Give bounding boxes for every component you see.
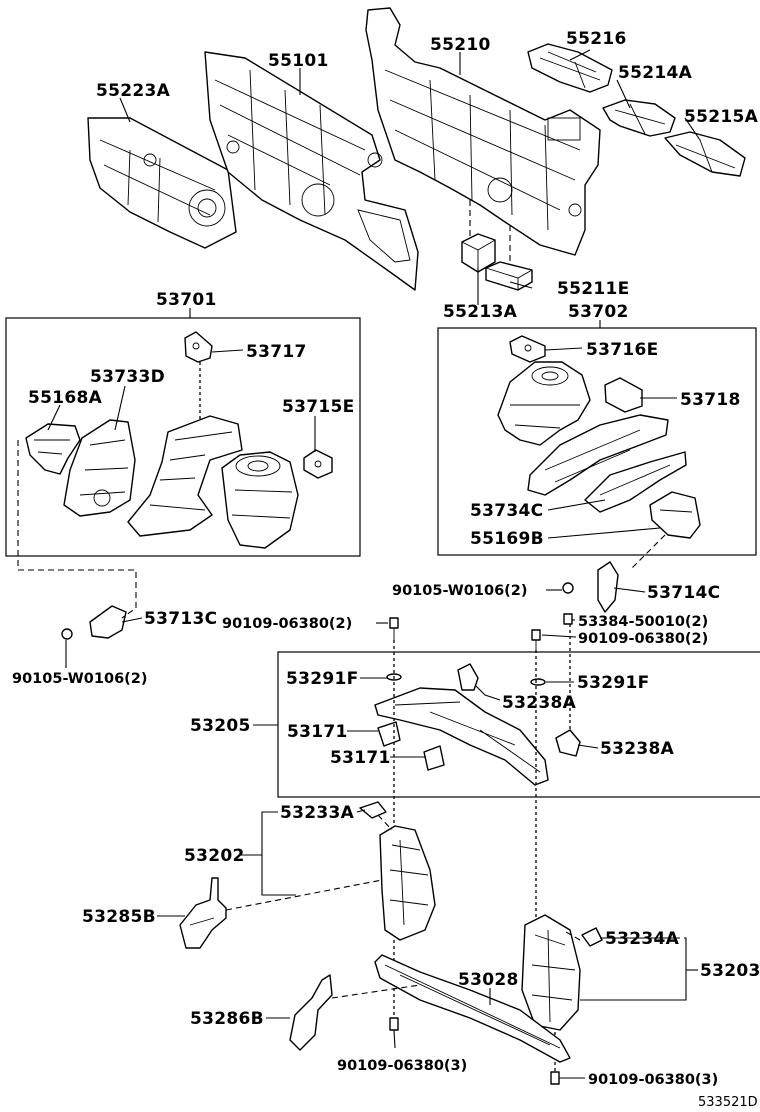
label-55214A: 55214A [618, 63, 693, 83]
support-side-53203 [521, 914, 581, 1031]
label-53714C: 53714C [647, 583, 720, 603]
label-55216: 55216 [566, 29, 627, 49]
bracket-53718 [604, 377, 643, 413]
label-53715E: 53715E [282, 397, 355, 417]
assembly-box-53701 [5, 317, 361, 557]
leader-lines [47, 49, 701, 1079]
label-53202: 53202 [184, 846, 245, 866]
bolt-90109-06380-right [531, 629, 541, 650]
bracket-53238A-bottom [555, 729, 581, 757]
nut-90105-W0106-right [562, 582, 574, 594]
label-53171-a: 53171 [287, 722, 348, 742]
label-53203: 53203 [700, 961, 760, 981]
guide-53286B [289, 974, 333, 1051]
bracket-53238A-top [457, 663, 479, 691]
suspension-tower-left [221, 451, 299, 549]
silencer-55216 [527, 43, 613, 93]
label-90105-W0106-left: 90105-W0106(2) [12, 671, 148, 687]
label-53733D: 53733D [90, 367, 165, 387]
bracket-53717 [184, 331, 213, 363]
label-53291F-right: 53291F [577, 673, 650, 693]
dash-panel-55101 [204, 51, 419, 291]
label-55215A: 55215A [684, 107, 759, 127]
label-55213A: 55213A [443, 302, 518, 322]
label-53717: 53717 [246, 342, 307, 362]
label-53718: 53718 [680, 390, 741, 410]
support-lower-53028 [374, 954, 571, 1063]
label-53233A: 53233A [280, 803, 355, 823]
silencer-55214A [602, 99, 676, 137]
bolt-90109-06380-left [389, 617, 399, 640]
label-53234A: 53234A [605, 929, 680, 949]
apron-53734C [584, 451, 687, 513]
pad-55213A [461, 233, 496, 273]
clip-53384-50010 [563, 613, 573, 625]
label-53285B: 53285B [82, 907, 156, 927]
label-53713C: 53713C [144, 609, 217, 629]
label-53238A-bottom: 53238A [600, 739, 675, 759]
label-53286B: 53286B [190, 1009, 264, 1029]
suspension-tower-right [497, 361, 591, 446]
apron-inner-right [527, 414, 669, 496]
label-53028: 53028 [458, 970, 519, 990]
radiator-support-upper [374, 687, 549, 786]
bolt-90109-06380-bottom-1 [389, 1017, 399, 1031]
label-55223A: 55223A [96, 81, 171, 101]
label-55168A: 55168A [28, 388, 103, 408]
label-53291F-left: 53291F [286, 669, 359, 689]
label-53238A-top: 53238A [502, 693, 577, 713]
label-55210: 55210 [430, 35, 491, 55]
dash-insulator-55223A [87, 117, 237, 249]
bracket-53234A [581, 927, 603, 947]
bracket-53714C [597, 561, 619, 613]
bracket-53233A [359, 801, 387, 819]
dash-insulator-55210 [365, 7, 601, 256]
label-55211E: 55211E [557, 279, 630, 299]
label-90109-06380-right: 90109-06380(2) [578, 631, 708, 647]
nut-90105-W0106-left [61, 628, 73, 640]
label-53716E: 53716E [586, 340, 659, 360]
label-53205: 53205 [190, 716, 251, 736]
label-90105-W0106-right: 90105-W0106(2) [392, 583, 528, 599]
clip-53291F-right [530, 678, 546, 686]
label-53734C: 53734C [470, 501, 543, 521]
assembly-box-53702 [437, 327, 757, 556]
label-53384-50010: 53384-50010(2) [578, 614, 708, 630]
brace-55168A [25, 423, 81, 475]
diagram-code: 533521D [698, 1095, 758, 1110]
bracket-53715E [303, 449, 333, 479]
label-53171-b: 53171 [330, 748, 391, 768]
seal-53171-a [377, 721, 401, 747]
label-90109-06380-bottom-1: 90109-06380(3) [337, 1058, 467, 1074]
apron-53733D [63, 419, 136, 517]
guide-53285B [179, 877, 227, 949]
label-90109-06380-left: 90109-06380(2) [222, 616, 352, 632]
bolt-90109-06380-bottom-2 [550, 1071, 560, 1085]
label-55169B: 55169B [470, 529, 544, 549]
label-53701: 53701 [156, 290, 217, 310]
bracket-53713C [89, 605, 127, 639]
silencer-55215A [664, 131, 746, 177]
brace-55169B [649, 491, 701, 539]
bracket-53716E [509, 335, 546, 363]
apron-inner-left [127, 415, 243, 537]
label-55101: 55101 [268, 51, 329, 71]
label-90109-06380-bottom-2: 90109-06380(3) [588, 1072, 718, 1088]
seal-53171-b [423, 745, 445, 771]
label-53702: 53702 [568, 302, 629, 322]
support-side-53202 [379, 825, 436, 941]
